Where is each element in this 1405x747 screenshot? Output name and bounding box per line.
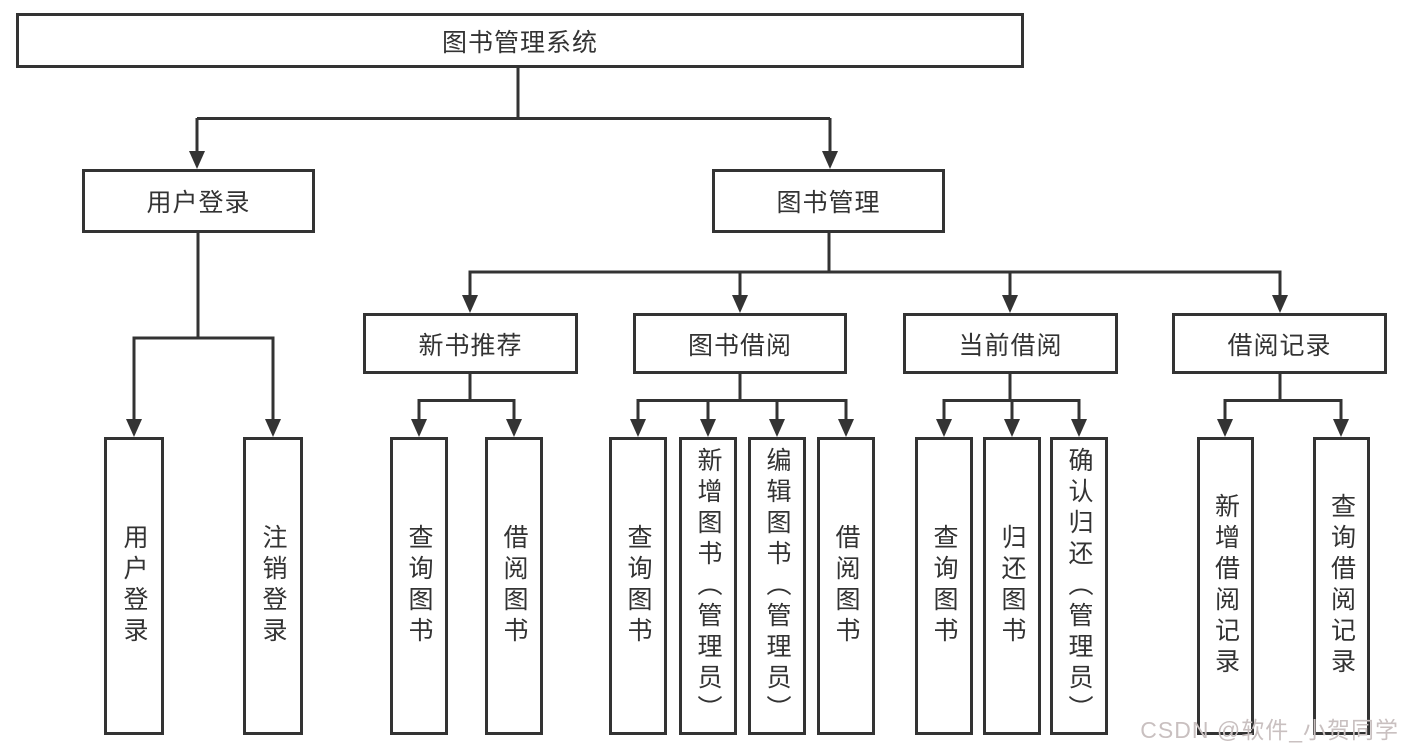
leaf-borrow-books-recommend: 借阅图书 [485,437,543,735]
leaf-query-books-current: 查询图书 [915,437,973,735]
node-new-book-recommendation: 新书推荐 [363,313,578,374]
node-book-management: 图书管理 [712,169,945,233]
leaf-logout-login: 注销登录 [243,437,303,735]
leaf-query-books-recommend: 查询图书 [390,437,448,735]
leaf-query-books-borrowing: 查询图书 [609,437,667,735]
node-book-borrowing: 图书借阅 [633,313,847,374]
node-user-login: 用户登录 [82,169,315,233]
leaf-edit-books-admin: 编辑图书（管理员） [748,437,806,735]
leaf-add-borrow-record: 新增借阅记录 [1197,437,1254,735]
node-library-system: 图书管理系统 [16,13,1024,68]
leaf-add-books-admin: 新增图书（管理员） [679,437,737,735]
leaf-user-login: 用户登录 [104,437,164,735]
leaf-confirm-return-admin: 确认归还（管理员） [1050,437,1108,735]
node-borrowing-records: 借阅记录 [1172,313,1387,374]
leaf-query-borrow-record: 查询借阅记录 [1313,437,1370,735]
leaf-return-books: 归还图书 [983,437,1041,735]
node-current-borrowing: 当前借阅 [903,313,1118,374]
leaf-borrow-books-borrowing: 借阅图书 [817,437,875,735]
